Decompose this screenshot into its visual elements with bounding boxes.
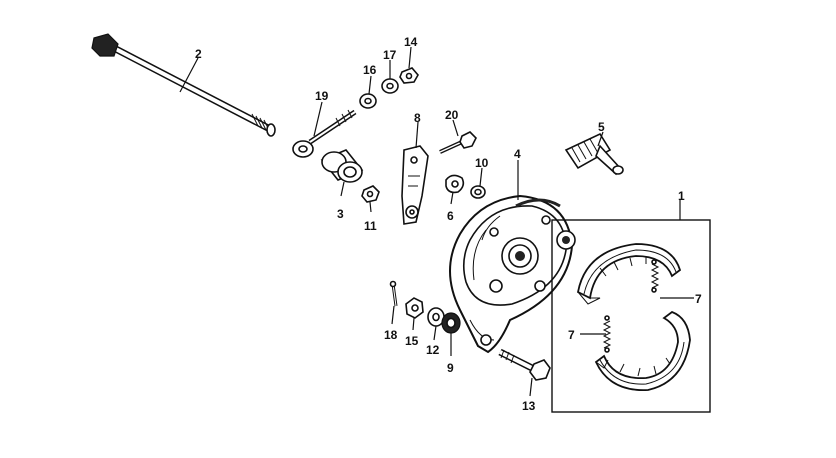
washer-part-12 bbox=[427, 307, 445, 327]
spring-right bbox=[650, 259, 660, 293]
brake-shoe-kit-box bbox=[551, 219, 711, 413]
part-labels: 1 2 3 4 5 6 7 7 8 9 10 11 12 13 14 15 16… bbox=[195, 35, 702, 413]
label-part-11: 11 bbox=[364, 219, 377, 233]
adjuster-bolt-part bbox=[292, 109, 357, 158]
label-part-15: 15 bbox=[405, 334, 419, 348]
label-part-16: 16 bbox=[363, 63, 377, 77]
washers-nut-group bbox=[359, 67, 419, 109]
brake-cam-part bbox=[564, 132, 624, 176]
axle-part bbox=[91, 33, 276, 137]
brake-shoe-upper bbox=[576, 243, 682, 305]
label-part-10: 10 bbox=[475, 156, 489, 170]
label-part-14: 14 bbox=[404, 35, 418, 49]
label-part-13: 13 bbox=[522, 399, 536, 413]
label-part-7-left: 7 bbox=[568, 328, 575, 342]
label-part-6: 6 bbox=[447, 209, 454, 223]
brake-panel-part bbox=[449, 194, 576, 354]
label-part-4: 4 bbox=[514, 147, 521, 161]
label-part-3: 3 bbox=[337, 207, 344, 221]
label-part-1: 1 bbox=[678, 189, 685, 203]
felt-seal-part bbox=[470, 185, 486, 199]
label-part-17: 17 bbox=[383, 48, 397, 62]
leader-lines bbox=[179, 46, 694, 397]
label-part-12: 12 bbox=[426, 343, 440, 357]
nut-part-11 bbox=[361, 185, 380, 203]
label-part-20: 20 bbox=[445, 108, 459, 122]
label-part-9: 9 bbox=[447, 361, 454, 375]
brake-arm-part bbox=[401, 145, 429, 225]
wear-indicator-part bbox=[445, 174, 465, 194]
spring-left bbox=[602, 315, 612, 353]
label-part-7-right: 7 bbox=[695, 292, 702, 306]
collar-part bbox=[320, 149, 364, 183]
label-part-5: 5 bbox=[598, 120, 605, 134]
label-part-18: 18 bbox=[384, 328, 398, 342]
bolt-part-20 bbox=[439, 131, 477, 154]
nut-part-15 bbox=[405, 297, 424, 319]
spacer-part-9 bbox=[441, 312, 461, 334]
label-part-8: 8 bbox=[414, 111, 421, 125]
bolt-part-13 bbox=[498, 348, 551, 381]
label-part-19: 19 bbox=[315, 89, 329, 103]
cotter-pin-part bbox=[389, 280, 398, 307]
brake-shoe-lower bbox=[594, 310, 691, 391]
label-part-2: 2 bbox=[195, 47, 202, 61]
